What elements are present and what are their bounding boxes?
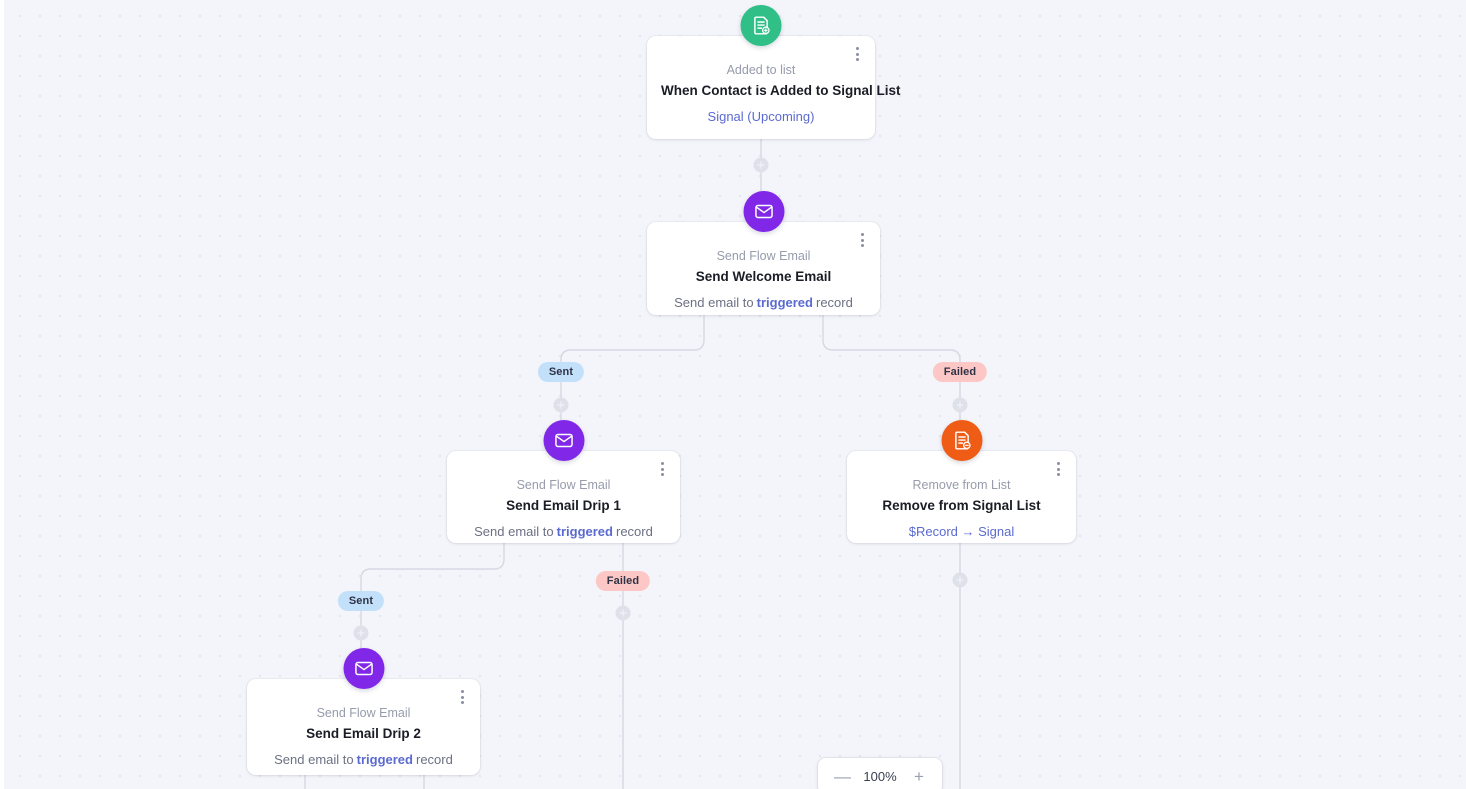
- remove-document-icon: [941, 420, 982, 461]
- kebab-menu-icon[interactable]: [1051, 460, 1065, 478]
- flow-node-remove-from-list[interactable]: Remove from List Remove from Signal List…: [847, 420, 1076, 543]
- add-step-button-drip1-failed[interactable]: [615, 605, 631, 621]
- desc-token[interactable]: triggered: [556, 524, 613, 539]
- kebab-menu-icon[interactable]: [655, 460, 669, 478]
- add-step-button-after-trigger[interactable]: [753, 157, 769, 173]
- node-title: Send Email Drip 2: [306, 726, 421, 741]
- desc-token[interactable]: triggered: [756, 295, 813, 310]
- node-type-label: Remove from List: [912, 478, 1011, 492]
- kebab-menu-icon[interactable]: [455, 688, 469, 706]
- envelope-icon: [343, 648, 384, 689]
- node-title: Send Welcome Email: [695, 269, 832, 284]
- desc-prefix: Send email to: [274, 752, 354, 767]
- edge-label-welcome-sent: Sent: [537, 362, 585, 382]
- flow-node-welcome-email[interactable]: Send Flow Email Send Welcome Email Send …: [647, 191, 880, 315]
- node-type-label: Send Flow Email: [716, 249, 811, 263]
- node-type-label: Send Flow Email: [516, 478, 611, 492]
- zoom-control[interactable]: — 100% +: [818, 758, 942, 789]
- kebab-menu-icon[interactable]: [855, 231, 869, 249]
- zoom-level-label: 100%: [863, 768, 897, 784]
- edge-label-drip1-failed: Failed: [595, 571, 651, 591]
- edge-label-drip1-sent: Sent: [337, 591, 385, 611]
- desc-suffix: record: [615, 524, 653, 539]
- desc-token[interactable]: triggered: [356, 752, 413, 767]
- node-title: Send Email Drip 1: [506, 498, 621, 513]
- flow-canvas[interactable]: Sent Failed Sent Failed Added to list Wh…: [4, 0, 1466, 789]
- list-document-icon: [740, 5, 782, 46]
- add-step-button-welcome-failed[interactable]: [952, 397, 968, 413]
- envelope-icon: [543, 420, 584, 461]
- node-title: Remove from Signal List: [882, 498, 1041, 513]
- kebab-menu-icon[interactable]: [850, 45, 864, 63]
- desc-prefix: Send email to: [674, 295, 754, 310]
- node-type-label: Send Flow Email: [316, 706, 411, 720]
- zoom-out-button[interactable]: —: [834, 766, 851, 786]
- desc-suffix: record: [815, 295, 853, 310]
- desc-suffix: record: [415, 752, 453, 767]
- edge-label-welcome-failed: Failed: [932, 362, 988, 382]
- node-link[interactable]: $Record → Signal: [908, 524, 1015, 539]
- add-step-button-welcome-sent[interactable]: [553, 397, 569, 413]
- node-title: When Contact is Added to Signal List: [661, 83, 901, 98]
- flow-node-email-drip-1[interactable]: Send Flow Email Send Email Drip 1 Send e…: [447, 420, 680, 543]
- add-step-button-drip1-sent[interactable]: [353, 625, 369, 641]
- desc-prefix: Send email to: [474, 524, 554, 539]
- envelope-icon: [743, 191, 784, 232]
- zoom-in-button[interactable]: +: [914, 766, 924, 786]
- add-step-button-after-remove[interactable]: [952, 572, 968, 588]
- node-type-label: Added to list: [726, 63, 796, 77]
- node-link[interactable]: Signal (Upcoming): [707, 109, 815, 124]
- flow-node-trigger[interactable]: Added to list When Contact is Added to S…: [647, 5, 901, 139]
- flow-node-email-drip-2[interactable]: Send Flow Email Send Email Drip 2 Send e…: [247, 648, 480, 775]
